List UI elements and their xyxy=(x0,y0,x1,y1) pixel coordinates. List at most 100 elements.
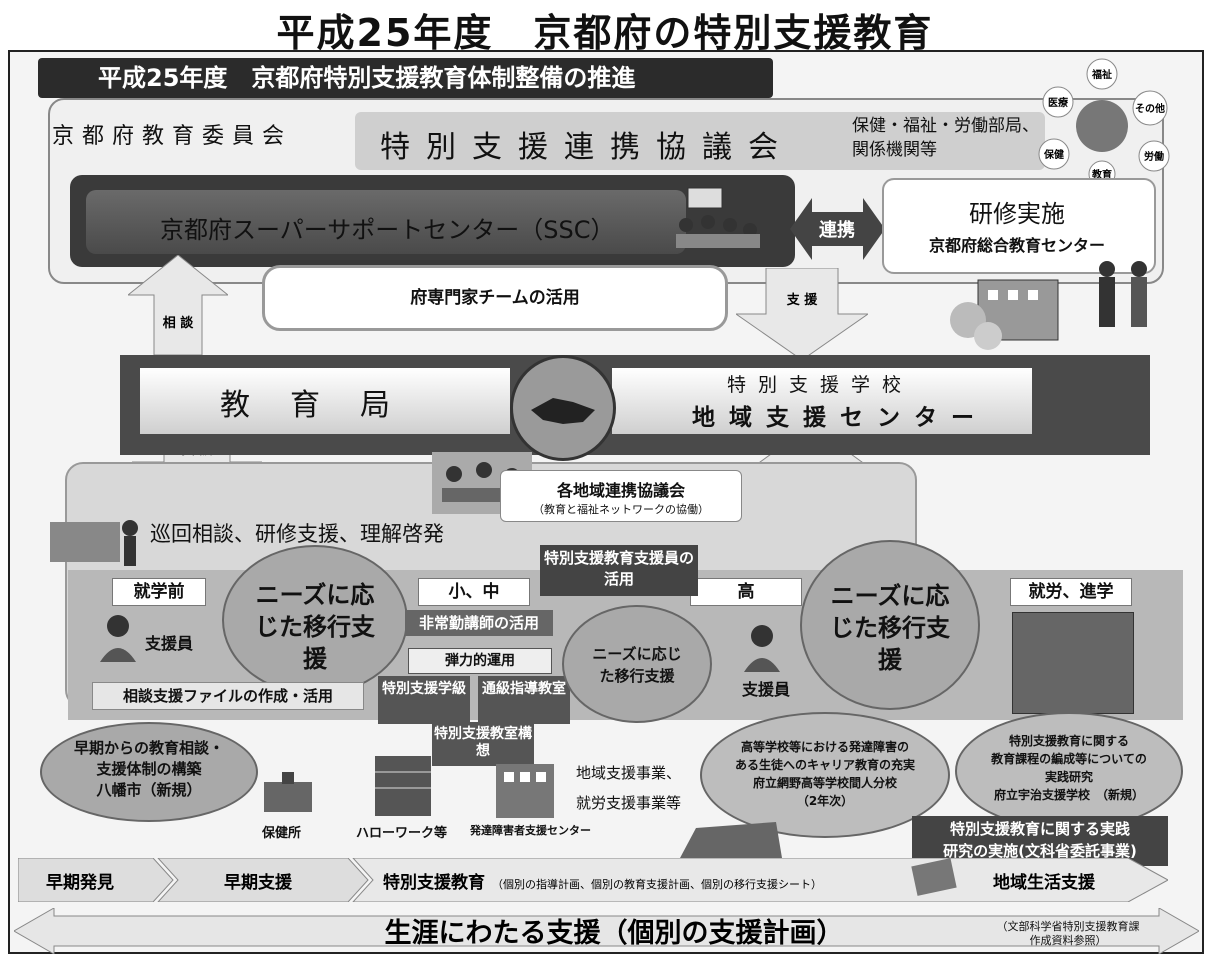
school-center-line1: 特別支援学校 xyxy=(726,374,913,396)
regional-council-box: 各地域連携協議会 （教育と福祉ネットワークの協働） xyxy=(500,470,742,522)
regional-projects-line1: 地域支援事業、 xyxy=(576,764,682,782)
flow-sped: 特別支援教育 xyxy=(383,872,485,893)
early-ellipse: 早期からの教育相談・ 支援体制の構築 八幡市（新規） xyxy=(40,722,258,822)
sped-staff-box: 特別支援教育支援員の活用 xyxy=(540,545,698,596)
uji-line3: 実践研究 xyxy=(1044,770,1093,784)
soudan-up-arrow: 相 談 xyxy=(128,255,228,355)
shien-right-label: 支 援 xyxy=(786,292,819,308)
edu-bureau-label: 教育局 xyxy=(220,388,430,423)
tag-welfare: 福祉 xyxy=(1091,68,1112,81)
tag-medical: 医療 xyxy=(1048,96,1068,109)
flow-sped-note: （個別の指導計画、個別の教育支援計画、個別の移行支援シート） xyxy=(492,877,822,891)
stage-elem: 小、中 xyxy=(418,578,530,606)
renkei-label: 連携 xyxy=(819,219,855,241)
soudan-left-label: 相 談 xyxy=(163,315,195,331)
hellowork-icon xyxy=(375,756,431,816)
reference-note: （文部科学省特別支援教育課 作成資料参照） xyxy=(968,920,1168,948)
class3-box: 特別支援教室構想 xyxy=(432,722,534,766)
uji-line4: 府立宇治支援学校 （新規） xyxy=(993,788,1144,802)
needs-left-text: ニーズに応じた移行支援 xyxy=(255,581,375,673)
school-photo-icon xyxy=(680,822,782,858)
council-label: 特別支援連携協議会 xyxy=(380,130,794,165)
file-box: 相談支援ファイルの作成・活用 xyxy=(92,682,364,710)
expert-team-box: 府専門家チームの活用 xyxy=(262,265,728,331)
facility-0: 保健所 xyxy=(262,826,302,841)
agency-circle-icon: 福祉 医療 その他 保健 労働 教育 xyxy=(1038,58,1170,188)
mext-line1: 特別支援教育に関する実践 xyxy=(949,820,1130,838)
stage-work: 就労、進学 xyxy=(1010,578,1132,606)
lifelong-label: 生涯にわたる支援（個別の支援計画） xyxy=(385,917,844,949)
training-line1: 研修実施 xyxy=(969,200,1065,228)
banner: 平成25年度 京都府特別支援教育体制整備の推進 xyxy=(38,58,773,98)
hs-ellipse: 高等学校等における発達障害の ある生徒へのキャリア教育の充実 府立網野高等学校間… xyxy=(700,712,950,838)
handshake-icon xyxy=(510,355,616,461)
dev-center-icon xyxy=(496,764,554,818)
facility-2: 発達障害者支援センター xyxy=(470,824,591,837)
regional-council-title: 各地域連携協議会 xyxy=(556,481,685,500)
businessmen-icon xyxy=(1099,261,1147,327)
school-building-icon xyxy=(950,279,1059,350)
flow-early-find: 早期発見 xyxy=(46,872,114,893)
renkei-arrow: 連携 xyxy=(790,198,885,260)
flex-box: 弾力的運用 xyxy=(408,648,552,674)
early-line2: 支援体制の構築 xyxy=(96,760,202,778)
supporter-left: 支援員 xyxy=(145,634,194,653)
needs-mid-ellipse: ニーズに応じた移行支援 xyxy=(562,605,712,723)
mext-line2: 研究の実施(文科省委託事業) xyxy=(943,842,1137,860)
reference-line2: 作成資料参照） xyxy=(1029,934,1107,947)
flow-arrow: 早期発見 早期支援 特別支援教育 （個別の指導計画、個別の教育支援計画、個別の移… xyxy=(18,858,1168,902)
needs-right-ellipse: ニーズに応じた移行支援 xyxy=(800,540,980,710)
uji-line2: 教育課程の編成等についての xyxy=(991,752,1147,766)
supporter-right-icon xyxy=(744,625,780,672)
booklet-icon xyxy=(911,858,957,896)
regional-council-sub: （教育と福祉ネットワークの協働） xyxy=(533,503,709,516)
people-group-icon xyxy=(50,520,138,566)
hs-line2: ある生徒へのキャリア教育の充実 xyxy=(734,758,915,772)
stage-pre: 就学前 xyxy=(112,578,206,606)
early-line3: 八幡市（新規） xyxy=(96,781,202,799)
edu-bureau-box xyxy=(140,368,510,434)
hs-line3: 府立網野高等学校間人分校 xyxy=(752,776,897,790)
ssc-label: 京都府スーパーサポートセンター（SSC） xyxy=(160,216,615,244)
class1-box: 特別支援学級 xyxy=(378,676,470,724)
health-center-icon xyxy=(264,772,312,812)
tag-education: 教育 xyxy=(1091,168,1112,181)
supporter-icon xyxy=(100,615,136,662)
regional-projects: 地域支援事業、 就労支援事業等 xyxy=(576,758,681,818)
council-bar xyxy=(355,112,1045,170)
board-label: 京都府教育委員会 xyxy=(52,124,293,149)
regional-projects-line2: 就労支援事業等 xyxy=(576,794,682,812)
council-side: 保健・福祉・労働部局、 関係機関等 xyxy=(852,114,1039,162)
reference-line1: （文部科学省特別支援教育課 xyxy=(996,920,1140,933)
council-side-line1: 保健・福祉・労働部局、 xyxy=(852,116,1039,136)
ssc-label-bg xyxy=(86,190,686,254)
uji-ellipse: 特別支援教育に関する 教育課程の編成等についての 実践研究 府立宇治支援学校 （… xyxy=(955,712,1183,830)
needs-right-text: ニーズに応じた移行支援 xyxy=(830,582,950,674)
school-center-line2: 地域支援センター xyxy=(692,405,988,431)
tag-health: 保健 xyxy=(1043,148,1064,161)
needs-left-ellipse: ニーズに応じた移行支援 xyxy=(222,545,408,695)
stage-high: 高 xyxy=(690,578,802,606)
shien-down-arrow: 支 援 xyxy=(736,268,868,360)
hs-line1: 高等学校等における発達障害の xyxy=(740,740,909,754)
flow-community: 地域生活支援 xyxy=(993,872,1096,893)
early-line1: 早期からの教育相談・ xyxy=(73,739,224,757)
uji-line1: 特別支援教育に関する xyxy=(1008,734,1129,748)
tour-label: 巡回相談、研修支援、理解啓発 xyxy=(150,522,444,546)
lifelong-arrow: 生涯にわたる支援（個別の支援計画） xyxy=(14,908,1199,954)
council-side-line2: 関係機関等 xyxy=(852,140,937,160)
meeting-people-icon xyxy=(676,187,760,248)
supporter-right: 支援員 xyxy=(742,680,791,699)
workplace-photo xyxy=(1012,612,1134,714)
tag-labor: 労働 xyxy=(1144,150,1164,163)
needs-mid-text: ニーズに応じた移行支援 xyxy=(592,645,682,685)
part-time-box: 非常勤講師の活用 xyxy=(405,610,553,636)
facility-1: ハローワーク等 xyxy=(356,826,448,841)
tag-other: その他 xyxy=(1135,102,1165,115)
training-line2: 京都府総合教育センター xyxy=(928,236,1105,255)
hs-line4: （2年次） xyxy=(796,794,854,808)
class2-box: 通級指導教室 xyxy=(478,676,570,724)
school-center-box xyxy=(612,368,1032,434)
page-title: 平成25年度 京都府の特別支援教育 xyxy=(276,11,934,55)
flow-early-support: 早期支援 xyxy=(224,872,293,893)
